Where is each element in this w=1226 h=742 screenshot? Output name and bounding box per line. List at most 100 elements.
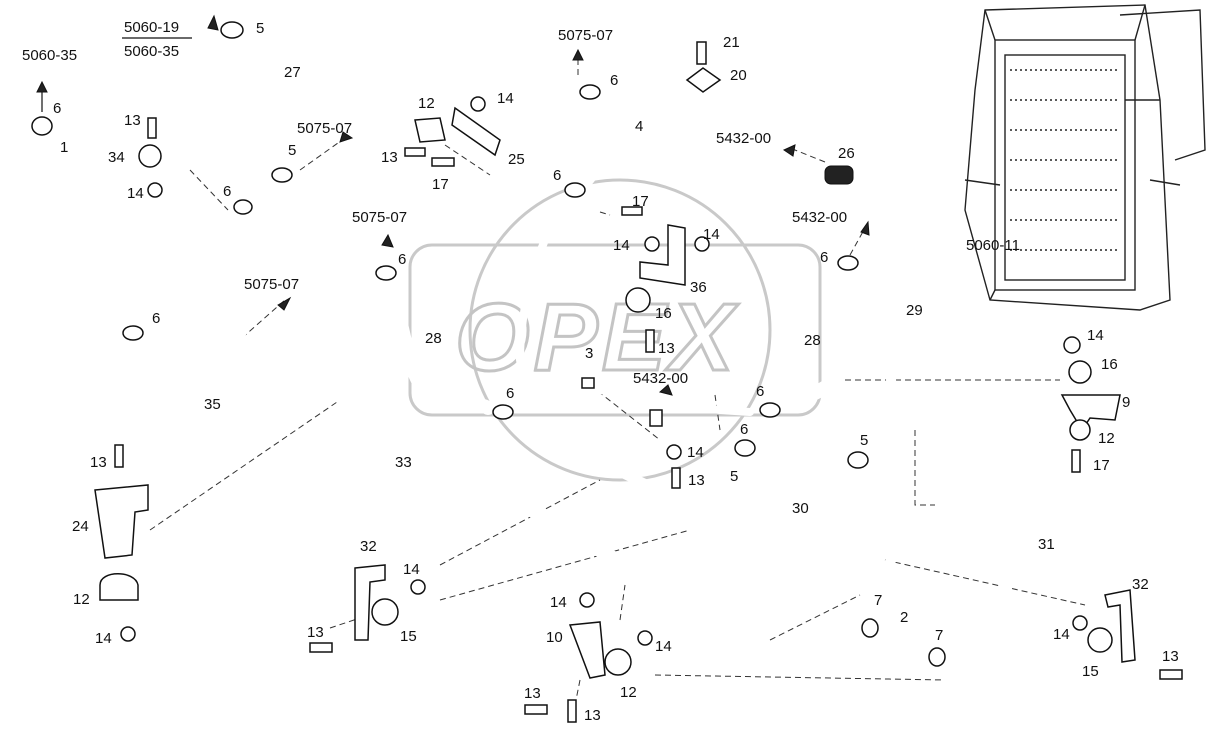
arrow-icon [572,48,584,61]
part-label: 6 [398,251,406,268]
part-label: 13 [307,624,324,641]
arrow-icon [207,14,219,31]
part-label: 36 [690,279,707,296]
arrow-icon [36,80,48,93]
clamps [31,21,946,667]
part-label: 14 [1087,327,1104,344]
bolt-13-icon [147,117,157,139]
part-label: 32 [1132,576,1149,593]
part-label: 2 [900,609,908,626]
part-label: 14 [687,444,704,461]
ref-label: 5075-07 [244,276,299,293]
part-label: 25 [508,151,525,168]
bolt-13-icon [404,147,426,157]
clamp-icon [492,404,514,420]
clip-34-icon [138,144,162,168]
leader-line [714,394,721,431]
part-label: 6 [506,385,514,402]
clip-15-icon [371,598,399,626]
part-label: 6 [553,167,561,184]
bracket-9-icon [1060,394,1121,432]
part-label: 14 [550,594,567,611]
part-label: 14 [1053,626,1070,643]
clip-16-icon [1068,360,1092,384]
part-label: 13 [90,454,107,471]
reference-labels: 5060-35 5060-19 5060-35 5075-07 5075-07 … [22,19,1020,387]
part-label: 6 [223,183,231,200]
radiator-icon [964,4,1206,311]
nut-14-icon [666,444,682,460]
part-label: 5 [256,20,264,37]
ref-label: 5075-07 [352,209,407,226]
part-label: 14 [127,185,144,202]
part-label: 20 [730,67,747,84]
bolt-21-icon [696,41,707,65]
part-label: 14 [655,638,672,655]
part-label: 6 [740,421,748,438]
part-label: 13 [524,685,541,702]
leader-line [884,559,1086,606]
part-label: 26 [838,145,855,162]
clamp-icon [734,439,756,457]
leader-line [189,169,229,211]
hardware [94,41,1183,723]
part-label: 14 [613,237,630,254]
part-label: 13 [584,707,601,724]
nut-14-icon [1072,615,1088,631]
part-label: 12 [73,591,90,608]
bracket-32-icon [354,564,386,641]
ref-label: 5060-11 [966,237,1020,254]
bolt-13-icon [671,467,681,489]
leader-line [769,594,861,641]
part-label: 21 [723,34,740,51]
clamp-icon [579,84,601,100]
leader-line [654,674,946,681]
part-label: 17 [432,176,449,193]
hose-1 [41,144,135,331]
clip-12-icon [1069,419,1091,441]
bolt-13-icon [1159,669,1183,680]
part-label: 13 [688,472,705,489]
clip-16-icon [625,287,651,313]
part-label: 13 [658,340,675,357]
clamp-icon [759,402,781,418]
nut-14-icon [644,236,660,252]
nut-14-icon [120,626,136,642]
ref-label: 5432-00 [716,130,771,147]
leader-line [439,529,691,601]
leader-line [439,479,601,566]
clamp-icon [375,265,397,281]
bracket-3b-icon [649,409,663,427]
part-label: 6 [152,310,160,327]
ref-label: 5432-00 [633,370,688,387]
arrow-icon [339,131,354,143]
part-label: 28 [425,330,442,347]
part-label: 6 [756,383,764,400]
part-label: 6 [610,72,618,89]
watermark: OPEX [408,178,822,482]
part-labels: 1 2 3 4 5 5 5 5 6 6 6 6 6 6 6 6 6 6 7 7 … [53,20,1179,724]
nut-14-icon [1063,336,1081,354]
part-label: 7 [874,592,882,609]
leader-line [329,617,361,629]
part-label: 5 [730,468,738,485]
part-label: 5 [288,142,296,159]
bolt-13-icon [114,444,124,468]
leader-line [789,147,826,163]
bracket-32-icon [1104,589,1136,663]
part-label: 12 [1098,430,1115,447]
bracket-24-icon [94,484,149,559]
nut-14-icon [694,236,710,252]
leader-line [914,430,935,506]
part-label: 3 [585,345,593,362]
ref-label: 5060-35 [124,43,179,60]
ref-label: 5075-07 [558,27,613,44]
part-label: 14 [703,226,720,243]
part-label: 32 [360,538,377,555]
nut-14-icon [410,579,426,595]
nut-14-icon [637,630,653,646]
clamp-icon [233,199,253,215]
part-label: 12 [620,684,637,701]
fitting-26-icon [824,165,854,185]
